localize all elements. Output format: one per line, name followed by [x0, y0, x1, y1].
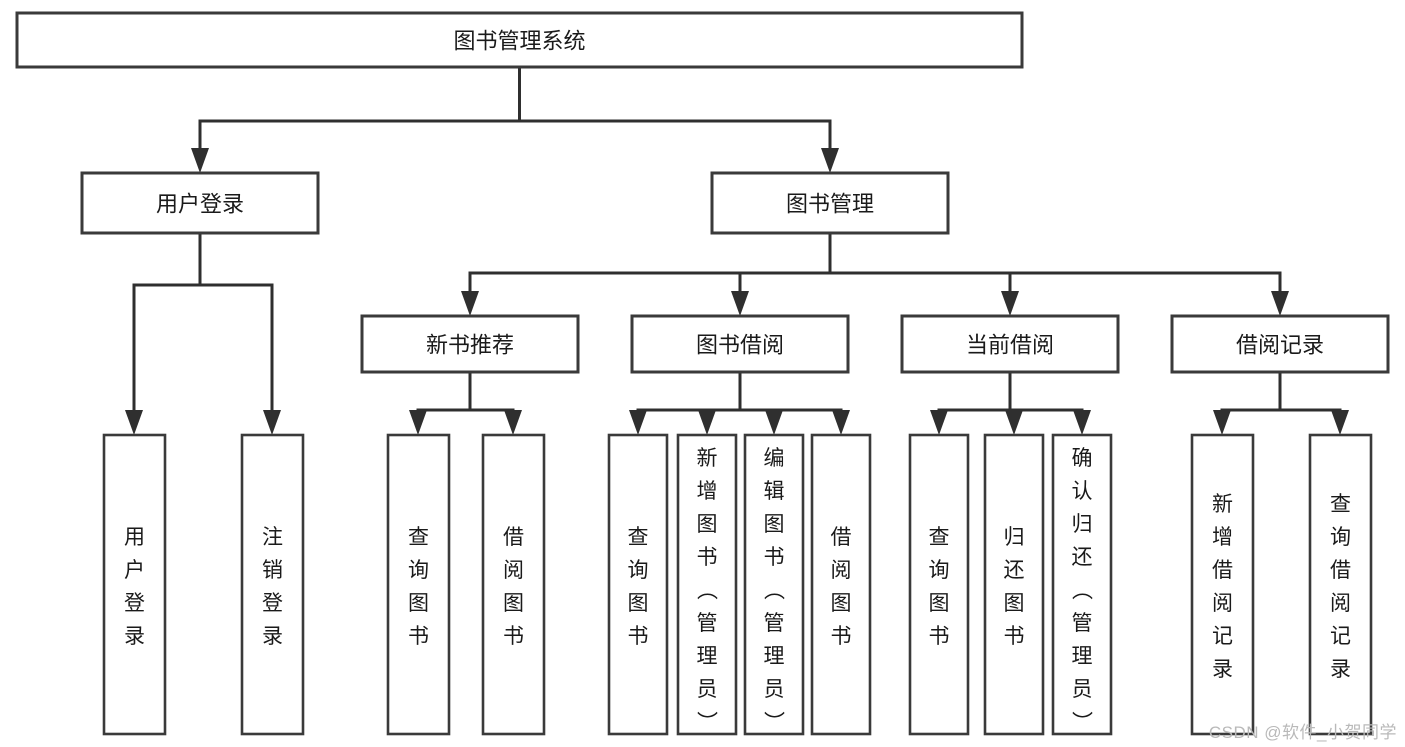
arrow-to-leaf-edit-book-admin	[765, 410, 783, 435]
leaf-node-box[interactable]	[908, 433, 970, 736]
leaf-node-layer: 用户登录 注销登录 查询图书 借阅图书 查询图书 新增图书（管理员） 编辑图书（管理员） 借阅…	[102, 433, 1373, 736]
leaf-node[interactable]: 借阅图书	[810, 433, 872, 736]
arrow-to-leaf-user-login	[125, 410, 143, 435]
leaf-node-label: 新增借阅记录	[1212, 493, 1233, 681]
node-new-book-recommend[interactable]: 新书推荐	[360, 314, 580, 374]
node-borrow-record-label: 借阅记录	[1236, 333, 1324, 358]
arrow-to-borrow-record	[1271, 291, 1289, 316]
leaf-node-label: 编辑图书（管理员）	[764, 447, 786, 734]
node-book-borrow[interactable]: 图书借阅	[630, 314, 850, 374]
arrow-to-leaf-borrow-book-2	[832, 410, 850, 435]
node-current-borrow-box[interactable]	[900, 314, 1120, 374]
node-user-login[interactable]: 用户登录	[80, 171, 320, 235]
node-borrow-record[interactable]: 借阅记录	[1170, 314, 1390, 374]
leaf-node[interactable]: 新增借阅记录	[1190, 433, 1255, 736]
leaf-node-label: 查询借阅记录	[1330, 493, 1351, 681]
node-user-login-box[interactable]	[80, 171, 320, 235]
leaf-node[interactable]: 查询图书	[607, 433, 669, 736]
leaf-node-box[interactable]	[1190, 433, 1255, 736]
arrow-to-leaf-confirm-return-admin	[1073, 410, 1091, 435]
node-root[interactable]: 图书管理系统	[15, 11, 1024, 69]
node-root-box[interactable]	[15, 11, 1024, 69]
node-book-borrow-label: 图书借阅	[696, 333, 784, 358]
arrow-to-current-borrow	[1001, 291, 1019, 316]
leaf-node[interactable]: 查询图书	[386, 433, 451, 736]
leaf-node[interactable]: 新增图书（管理员）	[676, 433, 738, 736]
node-borrow-record-box[interactable]	[1170, 314, 1390, 374]
arrow-to-leaf-query-book-1	[409, 410, 427, 435]
arrow-to-leaf-borrow-book-1	[504, 410, 522, 435]
arrow-to-leaf-user-logout	[263, 410, 281, 435]
leaf-node-box[interactable]	[481, 433, 546, 736]
arrow-to-leaf-query-book-3	[930, 410, 948, 435]
node-book-borrow-box[interactable]	[630, 314, 850, 374]
leaf-node-label: 查询图书	[929, 526, 950, 648]
leaf-node[interactable]: 确认归还（管理员）	[1051, 433, 1113, 736]
leaf-node[interactable]: 借阅图书	[481, 433, 546, 736]
leaf-node[interactable]: 查询图书	[908, 433, 970, 736]
leaf-node-label: 确认归还（管理员）	[1072, 447, 1094, 734]
node-root-label: 图书管理系统	[453, 29, 585, 54]
node-user-login-label: 用户登录	[156, 192, 244, 217]
leaf-node-box[interactable]	[810, 433, 872, 736]
leaf-node-label: 用户登录	[124, 526, 145, 648]
leaf-node-box[interactable]	[386, 433, 451, 736]
arrow-to-leaf-query-borrow-record	[1331, 410, 1349, 435]
leaf-node-box[interactable]	[676, 433, 738, 736]
arrow-root-to-user-login	[191, 148, 209, 173]
leaf-node-box[interactable]	[1051, 433, 1113, 736]
leaf-node-box[interactable]	[1308, 433, 1373, 736]
node-new-book-recommend-box[interactable]	[360, 314, 580, 374]
arrow-to-leaf-return-book	[1005, 410, 1023, 435]
leaf-node[interactable]: 归还图书	[983, 433, 1045, 736]
leaf-node[interactable]: 注销登录	[240, 433, 305, 736]
leaf-node-label: 新增图书（管理员）	[697, 447, 719, 734]
node-book-manage-label: 图书管理	[786, 192, 874, 217]
node-book-manage[interactable]: 图书管理	[710, 171, 950, 235]
leaf-node-box[interactable]	[102, 433, 167, 736]
leaf-node-box[interactable]	[240, 433, 305, 736]
leaf-node-label: 查询图书	[628, 526, 649, 648]
leaf-node-label: 注销登录	[262, 526, 283, 648]
node-new-book-recommend-label: 新书推荐	[426, 333, 514, 358]
arrow-to-leaf-add-book-admin	[698, 410, 716, 435]
leaf-node-label: 借阅图书	[831, 526, 852, 648]
node-current-borrow[interactable]: 当前借阅	[900, 314, 1120, 374]
leaf-node[interactable]: 查询借阅记录	[1308, 433, 1373, 736]
leaf-node[interactable]: 编辑图书（管理员）	[743, 433, 805, 736]
leaf-node-box[interactable]	[743, 433, 805, 736]
leaf-node-box[interactable]	[983, 433, 1045, 736]
arrow-to-leaf-query-book-2	[629, 410, 647, 435]
connector-layer	[125, 65, 1349, 435]
leaf-node-label: 归还图书	[1004, 526, 1025, 648]
node-current-borrow-label: 当前借阅	[966, 333, 1054, 358]
leaf-node-label: 查询图书	[408, 526, 429, 648]
arrow-to-book-borrow	[731, 291, 749, 316]
arrow-to-leaf-add-borrow-record	[1213, 410, 1231, 435]
arrow-root-to-book-manage	[821, 148, 839, 173]
node-book-manage-box[interactable]	[710, 171, 950, 235]
arrow-to-new-book-recommend	[461, 291, 479, 316]
leaf-node-label: 借阅图书	[503, 526, 524, 648]
leaf-node[interactable]: 用户登录	[102, 433, 167, 736]
leaf-node-box[interactable]	[607, 433, 669, 736]
